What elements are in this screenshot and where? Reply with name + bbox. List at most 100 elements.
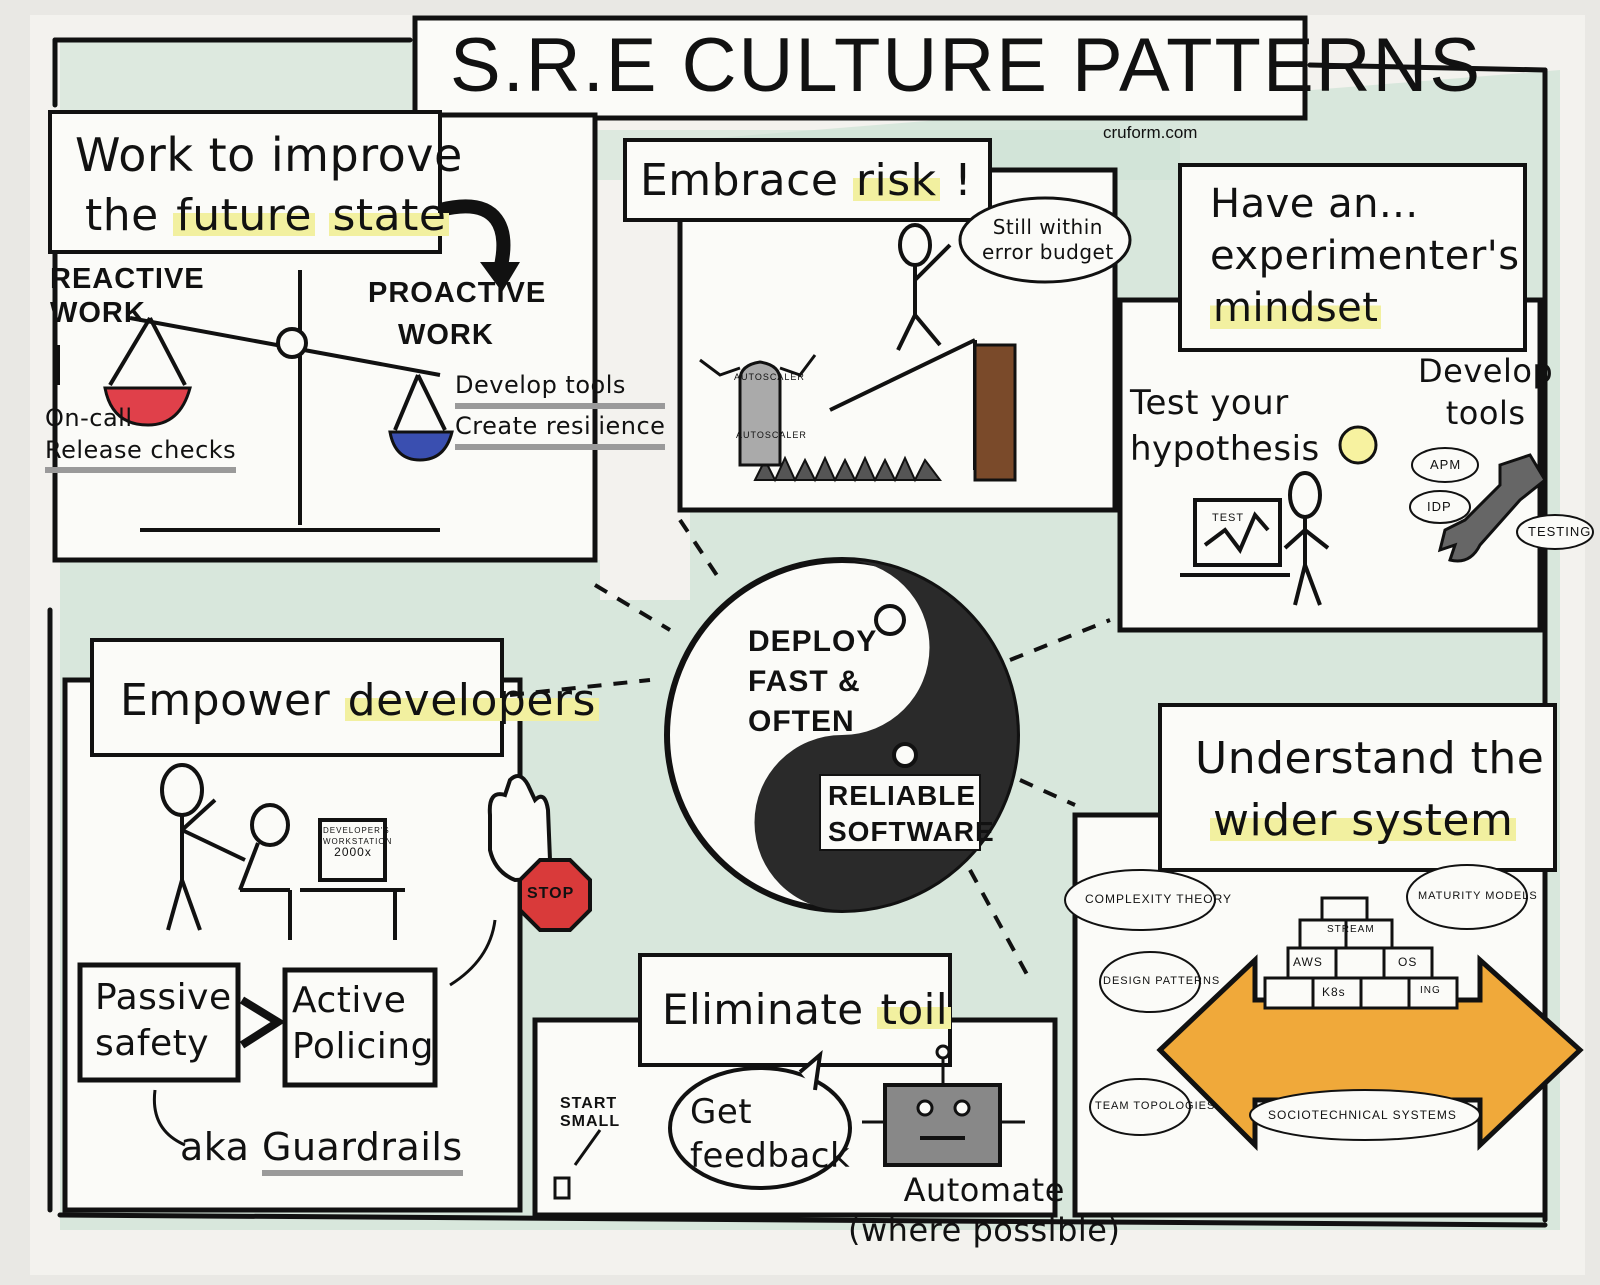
improve-title-line1: Work to improve — [75, 128, 463, 182]
improve-title-state: state — [329, 190, 450, 241]
risk-figure — [829, 223, 977, 470]
curved-arrow-head — [480, 262, 520, 292]
cloud-apm — [1411, 447, 1479, 483]
empower-title-empower: Empower — [120, 675, 331, 726]
proactive-items: Develop tools Create resilience — [455, 368, 666, 450]
risk-title-risk: risk — [852, 155, 940, 206]
laptop-label: TEST — [1212, 512, 1245, 524]
monster-label-bottom: AUTOSCALER — [736, 430, 807, 440]
cloud-design — [1099, 951, 1201, 1013]
guardrails-text: aka Guardrails — [180, 1125, 463, 1176]
laptop-icon — [1180, 498, 1290, 577]
cloud-testing — [1516, 514, 1594, 550]
empower-title: Empower developers — [120, 675, 599, 726]
green-wash-title — [60, 40, 420, 110]
center-fast: FAST & — [748, 665, 861, 698]
proactive-label: PROACTIVE WORK — [368, 272, 546, 356]
cloud-idp-text: IDP — [1427, 499, 1452, 514]
start-small: START SMALL — [560, 1095, 620, 1131]
aka-label: aka — [180, 1125, 250, 1169]
cloud-idp — [1409, 490, 1471, 524]
cloud-sociotechnical-text: SOCIOTECHNICAL SYSTEMS — [1268, 1108, 1457, 1122]
test-line2: hypothesis — [1130, 429, 1320, 469]
active-box — [282, 967, 438, 1088]
passive-line1: Passive — [95, 977, 232, 1018]
reactive-label-1: REACTIVE — [50, 263, 205, 295]
wider-title-line1: Understand the — [1195, 733, 1545, 784]
block-ing: ING — [1420, 985, 1441, 996]
improve-title-the: the — [85, 190, 159, 241]
proactive-item-resilience: Create resilience — [455, 409, 666, 450]
stop-sign-text: STOP — [527, 885, 575, 902]
hand-icon — [487, 774, 553, 883]
develop-line1: Develop — [1418, 352, 1554, 390]
cloud-team — [1089, 1078, 1191, 1136]
error-budget-bubble — [958, 196, 1132, 284]
risk-title: Embrace risk ! — [640, 155, 972, 206]
monster-label-top: AUTOSCALER — [734, 372, 805, 382]
guardrails-label: Guardrails — [262, 1125, 463, 1176]
cloud-testing-text: TESTING — [1528, 524, 1592, 539]
center-software: SOFTWARE — [828, 816, 995, 847]
test-line1: Test your — [1130, 383, 1289, 423]
cloud-complexity-text: COMPLEXITY THEORY — [1085, 892, 1233, 906]
active-line1: Active — [292, 980, 407, 1021]
empower-title-developers: developers — [344, 675, 599, 726]
feedback-bubble — [668, 1066, 852, 1190]
workstation-line2: WORKSTATION — [323, 837, 393, 846]
feedback-text: Get feedback — [690, 1090, 850, 1178]
title-box — [412, 15, 1308, 121]
proactive-item-tools: Develop tools — [455, 368, 666, 409]
brown-wall — [973, 343, 1017, 482]
arrow-right-icon — [239, 996, 286, 1049]
center-top-text: DEPLOY FAST & OFTEN — [748, 622, 877, 742]
feedback-line2: feedback — [690, 1136, 851, 1176]
improve-title-line2: the future state — [85, 190, 450, 241]
spike-pit — [753, 455, 942, 483]
cloud-sociotechnical — [1249, 1089, 1481, 1141]
toil-title-eliminate: Eliminate — [662, 985, 864, 1034]
developer-figures — [160, 763, 405, 940]
curved-arrow — [438, 199, 511, 272]
reactive-item-oncall: On-call — [45, 404, 133, 432]
experimenter-title-1: Have an... — [1210, 181, 1419, 227]
cloud-maturity-text: MATURITY MODELS — [1418, 890, 1538, 902]
robot-icon — [862, 1044, 1025, 1167]
page-title: S.R.E CULTURE PATTERNS — [450, 23, 1483, 108]
improve-title-future: future — [173, 190, 315, 241]
attribution: cruform.com — [1103, 123, 1198, 142]
automate-line2: (where possible) — [848, 1211, 1121, 1249]
automate-text: Automate (where possible) — [848, 1170, 1120, 1250]
stop-sign-icon — [518, 858, 592, 932]
proactive-label-1: PROACTIVE — [368, 277, 547, 309]
start-small-1: START — [560, 1095, 618, 1112]
block-os: OS — [1398, 955, 1418, 969]
feedback-line1: Get — [690, 1092, 753, 1132]
center-deploy: DEPLOY — [748, 625, 878, 658]
wider-title-line2: wider system — [1210, 795, 1517, 846]
start-small-2: SMALL — [560, 1113, 621, 1130]
block-aws: AWS — [1293, 955, 1323, 969]
workstation-line1: DEVELOPER'S — [323, 826, 390, 835]
workstation-line3: 2000x — [334, 845, 372, 859]
passive-line2: safety — [95, 1023, 210, 1064]
cloud-team-text: TEAM TOPOLOGIES — [1095, 1100, 1216, 1112]
experimenter-title: Have an... experimenter's mindset — [1210, 178, 1520, 334]
cloud-maturity — [1406, 864, 1528, 930]
small-box-icon — [553, 1176, 571, 1200]
cloud-design-text: DESIGN PATTERNS — [1103, 975, 1221, 987]
center-bottom-text: RELIABLE SOFTWARE — [828, 778, 995, 850]
blue-pan — [388, 430, 454, 462]
active-line2: Policing — [292, 1026, 434, 1067]
automate-line1: Automate — [903, 1171, 1065, 1209]
error-budget-text: Still within error budget — [982, 215, 1114, 265]
proactive-label-2: WORK — [398, 319, 494, 351]
dashed-connectors — [509, 518, 1111, 981]
experimenter-title-3: mindset — [1210, 282, 1382, 334]
wrench-icon — [1437, 453, 1547, 563]
block-stream: STREAM — [1327, 924, 1375, 935]
experimenter-figure — [1283, 471, 1330, 606]
workstation-label: DEVELOPER'S WORKSTATION 2000x — [323, 825, 393, 859]
